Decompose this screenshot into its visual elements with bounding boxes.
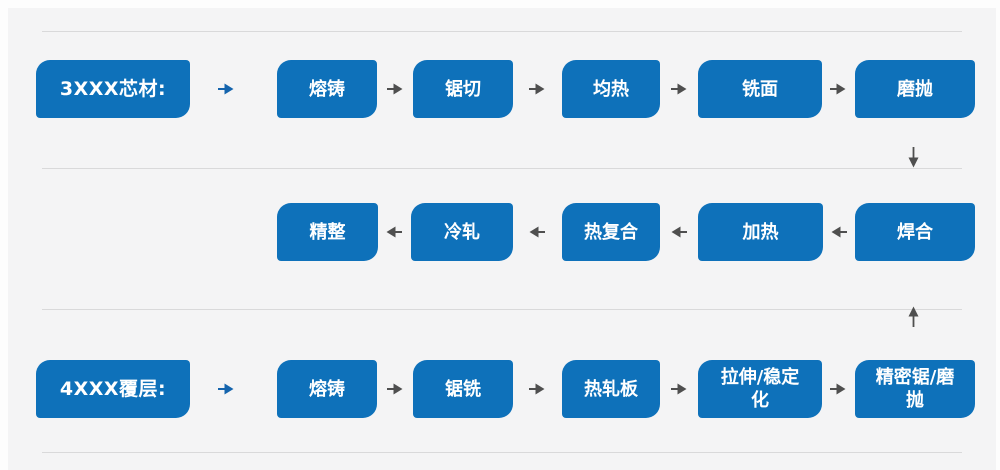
divider-line bbox=[42, 168, 962, 169]
arrow-right-icon bbox=[529, 83, 545, 95]
arrow-right-icon bbox=[218, 83, 234, 95]
row1-step5-box: 磨抛 bbox=[855, 60, 975, 118]
row1-step3-box: 均热 bbox=[562, 60, 660, 118]
arrow-down-icon bbox=[907, 147, 920, 168]
arrow-right-icon bbox=[830, 83, 846, 95]
arrow-right-icon bbox=[830, 383, 846, 395]
row3-step3-box: 热轧板 bbox=[562, 360, 660, 418]
arrow-right-icon bbox=[387, 383, 403, 395]
arrow-left-icon bbox=[831, 226, 847, 238]
divider-line bbox=[42, 31, 962, 32]
arrow-right-icon bbox=[671, 383, 687, 395]
divider-line bbox=[42, 309, 962, 310]
row3-step2-box: 锯铣 bbox=[413, 360, 513, 418]
arrow-up-icon bbox=[907, 306, 920, 327]
arrow-right-icon bbox=[387, 83, 403, 95]
row2-step3-box: 热复合 bbox=[562, 203, 660, 261]
row1-step1-box: 熔铸 bbox=[277, 60, 377, 118]
arrow-right-icon bbox=[529, 383, 545, 395]
arrow-right-icon bbox=[671, 83, 687, 95]
row2-step4-box: 加热 bbox=[698, 203, 823, 261]
row2-step5-box: 焊合 bbox=[855, 203, 975, 261]
row3-step5-box: 精密锯/磨抛 bbox=[855, 360, 975, 418]
row3-step4-box: 拉伸/稳定化 bbox=[698, 360, 822, 418]
row3-label-box: 4XXX覆层: bbox=[36, 360, 190, 418]
arrow-right-icon bbox=[218, 383, 234, 395]
row2-step1-box: 精整 bbox=[277, 203, 378, 261]
arrow-left-icon bbox=[529, 226, 545, 238]
divider-line bbox=[42, 452, 962, 453]
row2-step2-box: 冷轧 bbox=[411, 203, 513, 261]
arrow-left-icon bbox=[671, 226, 687, 238]
arrow-left-icon bbox=[386, 226, 402, 238]
row1-label-box: 3XXX芯材: bbox=[36, 60, 190, 118]
row1-step4-box: 铣面 bbox=[698, 60, 822, 118]
row3-step1-box: 熔铸 bbox=[277, 360, 377, 418]
row1-step2-box: 锯切 bbox=[413, 60, 513, 118]
